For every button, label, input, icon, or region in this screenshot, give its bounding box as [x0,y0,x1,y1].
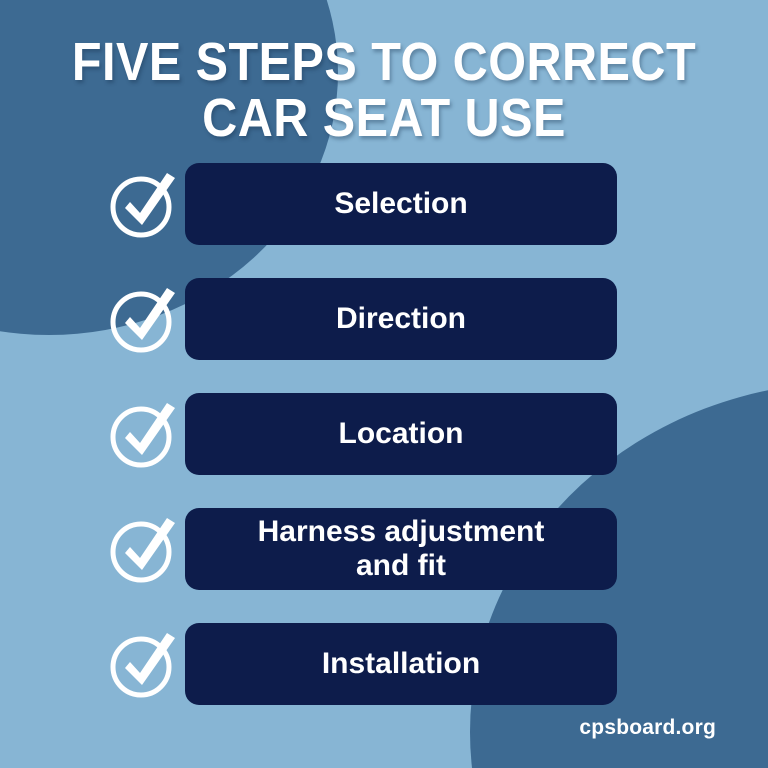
check-circle-icon [105,165,183,243]
check-circle-icon [105,625,183,703]
check-circle-icon [105,280,183,358]
list-item: Direction [0,278,768,360]
check-circle-icon [105,510,183,588]
step-label: Direction [335,302,467,335]
footer-website[interactable]: cpsboard.org [579,716,716,739]
check-circle-icon [105,395,183,473]
list-item: Selection [0,163,768,245]
step-box[interactable]: Installation [185,623,617,705]
step-box[interactable]: Harness adjustment and fit [185,508,617,590]
list-item: Location [0,393,768,475]
step-box[interactable]: Location [185,393,617,475]
page-title: FIVE STEPS TO CORRECT CAR SEAT USE [71,32,697,148]
steps-list: Selection Direction Locati [0,163,768,738]
step-box[interactable]: Selection [185,163,617,245]
step-box[interactable]: Direction [185,278,617,360]
list-item: Harness adjustment and fit [0,508,768,590]
step-label: Harness adjustment and fit [257,515,545,582]
step-label: Location [338,417,464,450]
step-label: Installation [321,647,481,680]
step-label: Selection [334,187,468,220]
list-item: Installation [0,623,768,705]
